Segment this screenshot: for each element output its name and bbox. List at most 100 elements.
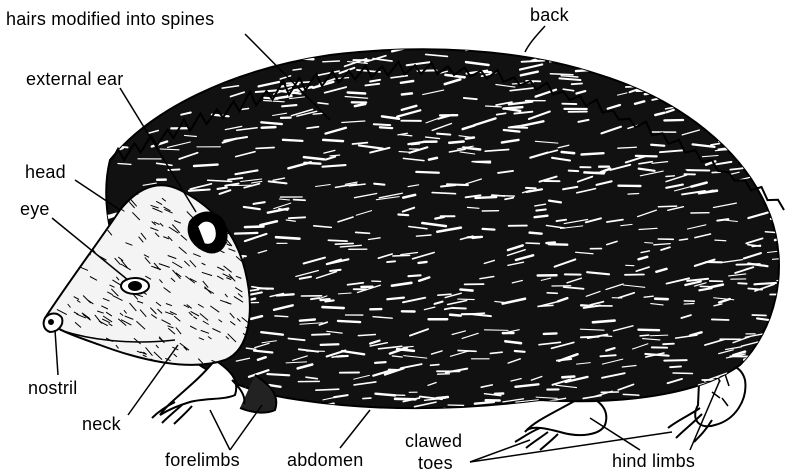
- fur-stroke: [61, 341, 71, 347]
- fur-stroke: [124, 358, 131, 361]
- spine: [761, 349, 774, 350]
- fur-stroke: [78, 364, 82, 366]
- spine: [167, 91, 177, 94]
- spine: [432, 193, 455, 194]
- spine: [154, 91, 174, 95]
- spine: [175, 79, 187, 80]
- spine: [651, 145, 664, 146]
- spine: [438, 294, 451, 295]
- spine: [752, 123, 770, 125]
- fur-stroke: [57, 210, 60, 214]
- spine: [411, 144, 419, 145]
- spine: [194, 86, 209, 87]
- spine: [269, 385, 280, 387]
- spine: [770, 400, 786, 402]
- spine: [458, 299, 474, 300]
- spine: [771, 218, 781, 219]
- spine: [330, 270, 341, 271]
- label-nostril: nostril: [28, 379, 77, 397]
- spine: [218, 188, 227, 189]
- spine: [282, 105, 296, 106]
- spine: [160, 85, 182, 88]
- spine: [267, 374, 289, 375]
- spine: [335, 243, 353, 244]
- spine: [526, 243, 539, 244]
- spine: [704, 73, 717, 77]
- spine: [230, 402, 240, 403]
- fur-stroke: [63, 341, 69, 343]
- fur-stroke: [57, 237, 66, 241]
- spine: [731, 143, 740, 146]
- spine: [636, 156, 657, 157]
- spine: [195, 57, 215, 59]
- fur-stroke: [87, 350, 90, 353]
- spine: [752, 70, 762, 73]
- spine: [277, 403, 294, 405]
- spine: [623, 394, 639, 395]
- spine: [431, 365, 439, 366]
- label-head: head: [25, 163, 66, 181]
- spine: [375, 362, 386, 363]
- spine: [449, 142, 463, 143]
- spine: [717, 77, 727, 78]
- spine: [760, 342, 783, 344]
- fur-stroke: [92, 231, 97, 237]
- spine: [672, 398, 680, 400]
- spine: [735, 110, 747, 111]
- spine: [472, 313, 484, 314]
- spine: [763, 159, 786, 161]
- spine: [348, 93, 366, 94]
- fur-stroke: [56, 211, 59, 215]
- spine: [464, 98, 477, 99]
- spine: [777, 132, 786, 136]
- fur-stroke: [86, 223, 94, 226]
- spine: [696, 54, 718, 61]
- spine: [110, 107, 125, 110]
- fur-stroke: [54, 247, 61, 255]
- spine: [602, 336, 612, 337]
- spine: [753, 81, 768, 85]
- spine: [732, 77, 747, 79]
- spine: [680, 239, 688, 240]
- spine: [321, 299, 330, 300]
- spine: [768, 394, 785, 400]
- spine: [504, 107, 523, 109]
- leader-back: [525, 26, 545, 52]
- spine: [281, 55, 300, 56]
- fur-stroke: [60, 277, 67, 282]
- fur-stroke: [119, 365, 126, 372]
- spine: [645, 243, 653, 244]
- spine: [769, 95, 786, 102]
- spine: [779, 73, 786, 74]
- spine: [395, 399, 416, 400]
- spine: [103, 49, 114, 51]
- spine: [670, 366, 681, 367]
- spine: [547, 293, 557, 294]
- spine: [655, 299, 668, 300]
- fur-stroke: [94, 200, 98, 204]
- spine: [418, 70, 437, 71]
- spine: [740, 148, 752, 151]
- middle-foot: [515, 395, 606, 450]
- spine: [600, 66, 608, 67]
- fur-stroke: [65, 185, 74, 192]
- spine: [484, 330, 508, 331]
- spine: [522, 61, 545, 62]
- spine: [232, 185, 252, 186]
- spine: [325, 300, 333, 301]
- spine: [535, 216, 548, 218]
- spine: [721, 88, 744, 90]
- spine: [102, 126, 119, 128]
- fur-stroke: [72, 266, 77, 270]
- spine: [738, 161, 748, 162]
- spine: [779, 128, 786, 129]
- fur-stroke: [59, 271, 68, 279]
- spine: [283, 140, 303, 141]
- spine: [437, 134, 450, 135]
- spine: [447, 184, 468, 185]
- fur-stroke: [68, 347, 78, 352]
- spine: [750, 146, 772, 154]
- fur-stroke: [51, 227, 59, 230]
- label-hairs-modified-into-spines: hairs modified into spines: [6, 10, 214, 28]
- spine: [658, 206, 676, 207]
